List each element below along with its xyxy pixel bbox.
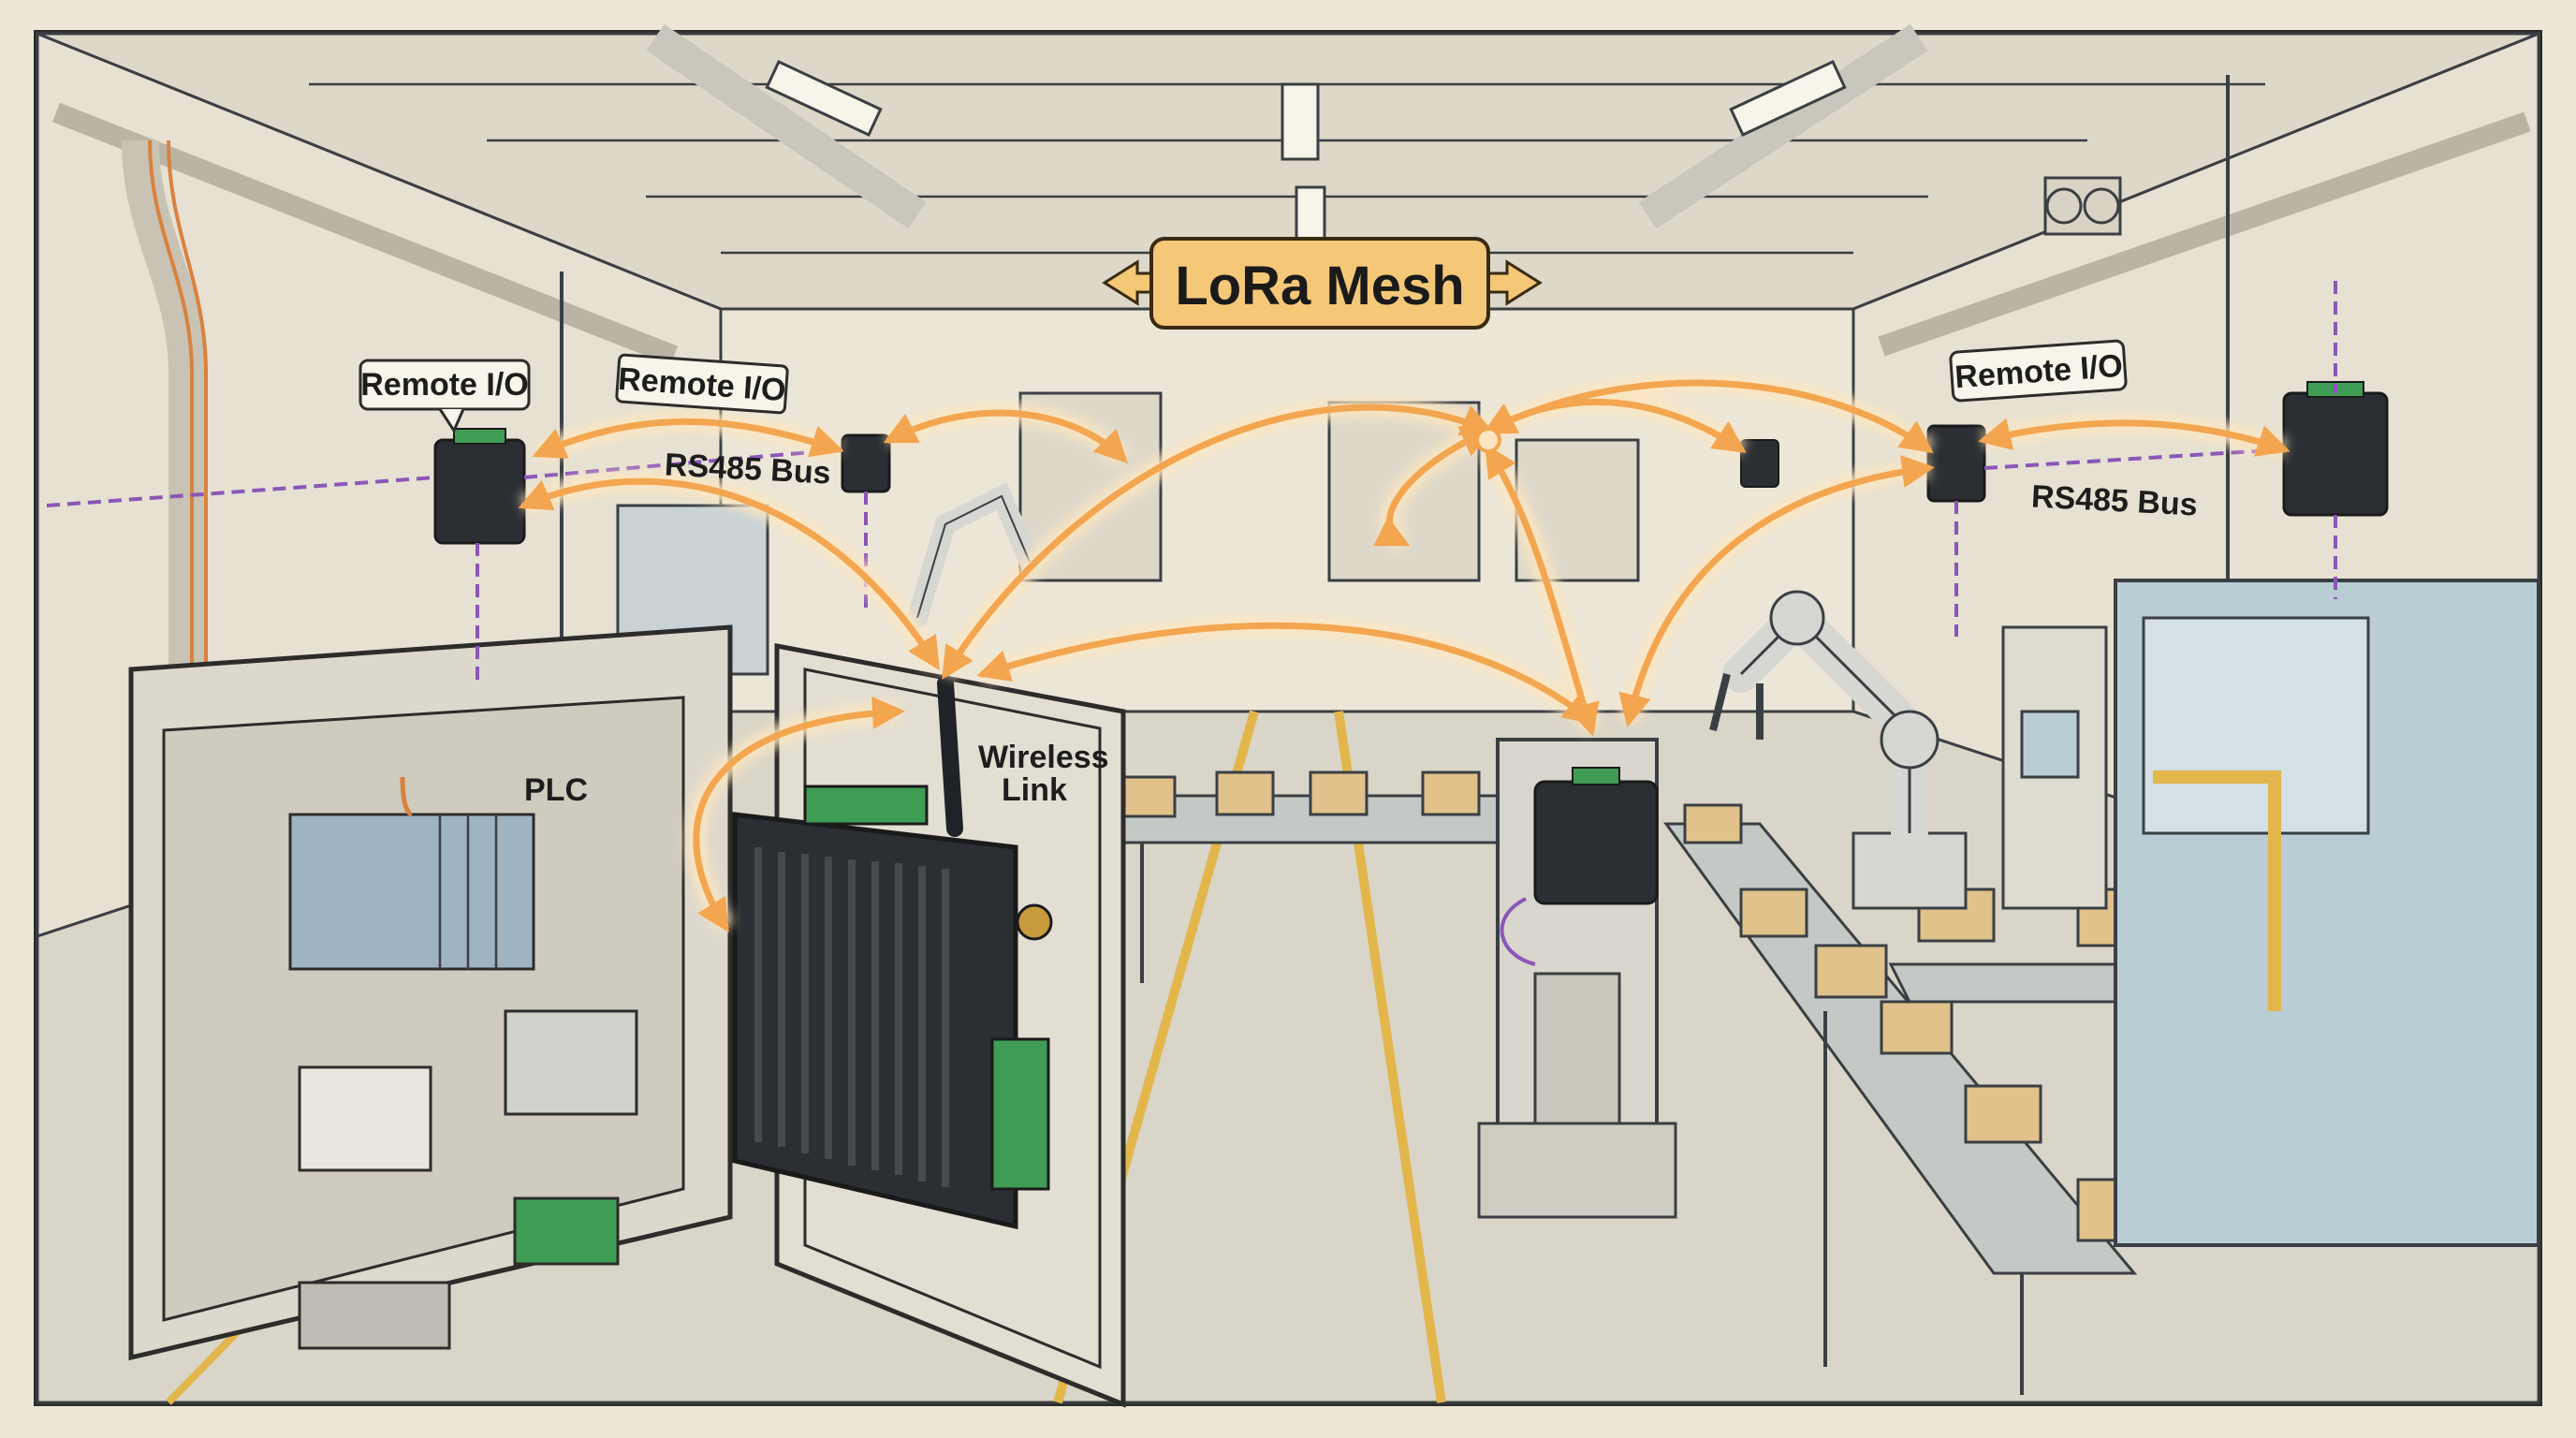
wireless-link-line-1: Wireless (978, 740, 1109, 775)
antenna-icon (937, 675, 963, 837)
ceiling (37, 23, 2539, 311)
page-title: LoRa Mesh (1175, 256, 1464, 316)
center-conveyor (1092, 770, 1632, 983)
rs485-left-label: RS485 Bus (664, 447, 831, 491)
wireless-link-line-2: Link (1002, 772, 1067, 808)
remote-io-module-mid (841, 433, 891, 493)
remote-io-left-label: Remote I/O (360, 367, 528, 403)
callout-remote-io-left: Remote I/O (359, 359, 531, 434)
plc-module (288, 813, 535, 971)
remote-io-module (433, 428, 526, 545)
rs485-right-label: RS485 Bus (2030, 478, 2198, 522)
control-cabinet (128, 624, 733, 1361)
callout-remote-io-right: Remote I/O (1949, 339, 2128, 403)
pedestal-remote-unit (1477, 738, 1677, 1219)
plc-label: PLC (524, 772, 588, 808)
lora-mesh-links (518, 373, 2291, 932)
remote-io-module-far (1740, 439, 1779, 488)
callout-remote-io-mid: Remote I/O (615, 353, 789, 415)
remote-io-module-far-right (2282, 381, 2389, 517)
rs485-bus-lines (46, 281, 2337, 966)
remote-io-module-right (1926, 424, 1986, 503)
right-machine (2001, 579, 2540, 1247)
wireless-link-label: Wireless Link (978, 740, 1109, 808)
title-banner: LoRa Mesh (1102, 237, 1543, 330)
